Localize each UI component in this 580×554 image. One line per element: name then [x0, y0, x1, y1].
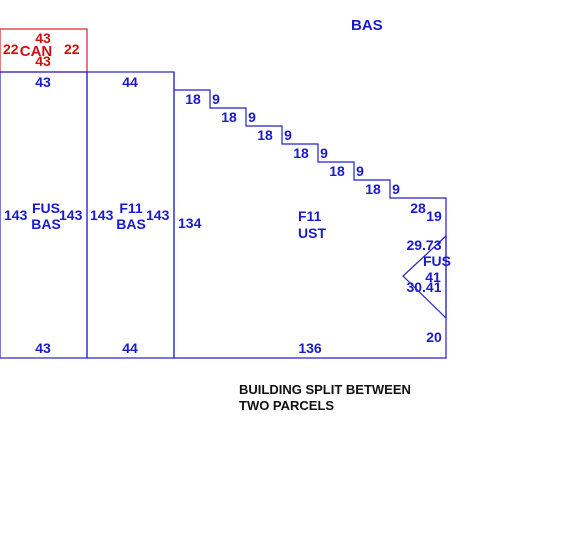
section-b-right-dimension: 143	[146, 207, 170, 223]
parcel-note: BUILDING SPLIT BETWEEN TWO PARCELS	[239, 382, 411, 414]
step-rise-dimension: 9	[212, 91, 220, 107]
step-run-dimension: 18	[329, 163, 345, 179]
section-b-bottom-dimension: 44	[122, 340, 138, 356]
step-rise-dimension: 9	[392, 181, 400, 197]
parcel-note-line2: TWO PARCELS	[239, 398, 335, 413]
step-rise-dimension: 9	[284, 127, 292, 143]
step-run-dimension: 18	[293, 145, 309, 161]
triangle-upper-dimension: 29.73	[406, 237, 441, 253]
step-run-dimension: 18	[185, 91, 201, 107]
section-c-right-lower-dimension: 20	[426, 329, 442, 345]
section-c-code-line1: F11	[298, 208, 322, 224]
canopy-left-dimension: 22	[3, 41, 19, 57]
section-c-right-upper-dimension: 19	[426, 208, 442, 224]
triangle-lower-dimension: 30.41	[406, 279, 441, 295]
canopy-code: CAN	[20, 43, 53, 60]
section-c-top-right-dimension: 28	[410, 200, 426, 216]
canopy-bottom-dimension: 43	[35, 53, 51, 69]
section-b-code-line2: BAS	[116, 216, 146, 232]
step-rise-dimension: 9	[356, 163, 364, 179]
section-a-top-dimension: 43	[35, 74, 51, 90]
section-a-right-dimension: 143	[59, 207, 83, 223]
step-run-dimension: 18	[221, 109, 237, 125]
section-a-bottom-dimension: 43	[35, 340, 51, 356]
step-rise-dimension: 9	[320, 145, 328, 161]
triangle-code-line2: 41	[425, 269, 441, 285]
canopy-right-dimension: 22	[64, 41, 80, 57]
section-b-left-dimension: 143	[90, 207, 114, 223]
parcel-note-line1: BUILDING SPLIT BETWEEN	[239, 382, 411, 397]
section-a-code-line2: BAS	[31, 216, 61, 232]
section-b-code-line1: F11	[119, 200, 143, 216]
title-label: BAS	[351, 17, 383, 34]
triangle-outline	[402, 234, 447, 320]
triangle-code-line1: FUS	[423, 253, 451, 269]
step-rise-dimension: 9	[248, 109, 256, 125]
section-a-code-line1: FUS	[32, 200, 60, 216]
section-a-left-dimension: 143	[4, 207, 28, 223]
section-c-bottom-dimension: 136	[298, 340, 322, 356]
section-c-code-line2: UST	[298, 225, 326, 241]
section-b-top-dimension: 44	[122, 74, 138, 90]
canopy-top-dimension: 43	[35, 30, 51, 46]
step-run-dimension: 18	[365, 181, 381, 197]
step-run-dimension: 18	[257, 127, 273, 143]
section-c-left-dimension: 134	[178, 215, 202, 231]
